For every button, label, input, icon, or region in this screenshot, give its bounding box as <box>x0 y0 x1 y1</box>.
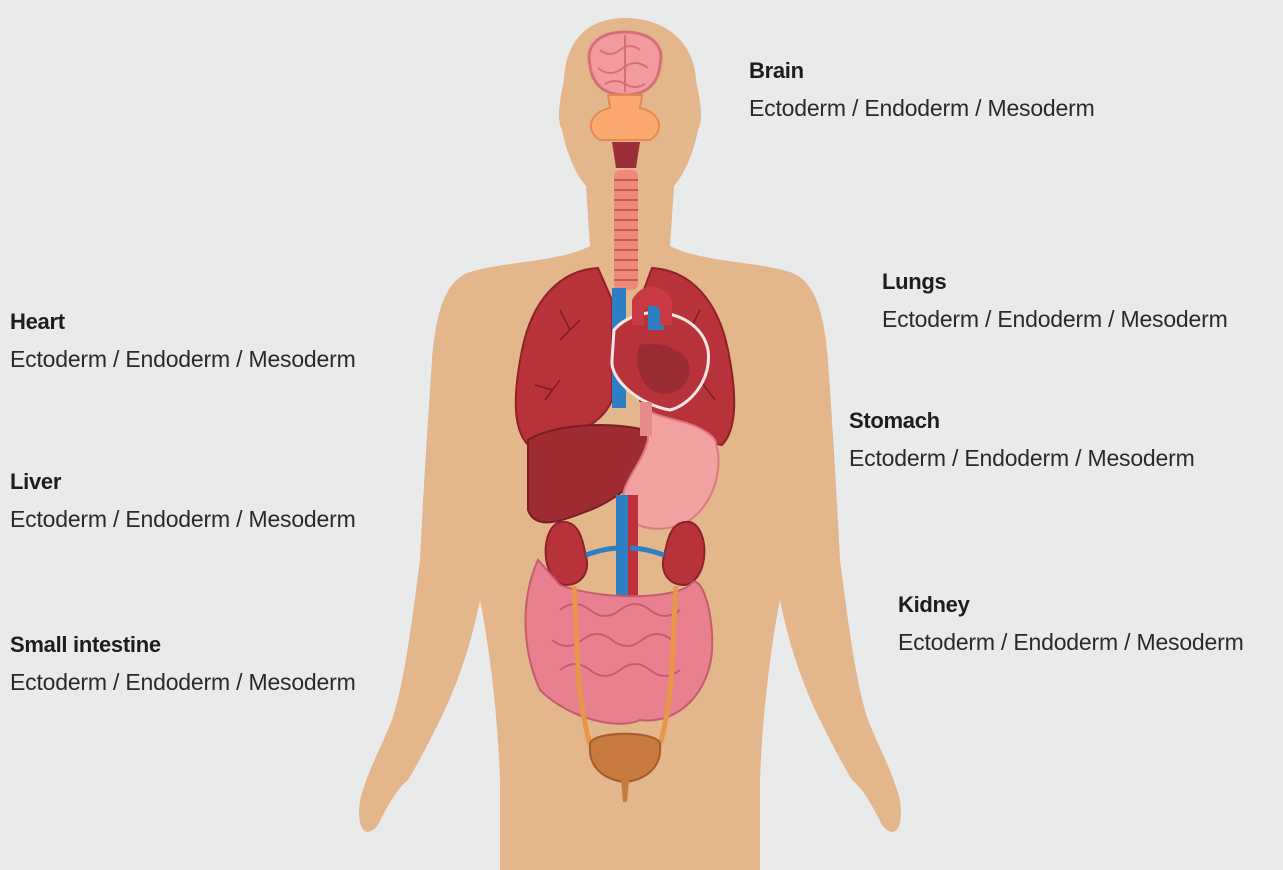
trachea <box>614 170 638 290</box>
kidney-label: Kidney Ectoderm / Endoderm / Mesoderm <box>898 590 1244 664</box>
larynx-shape <box>612 142 640 168</box>
brain-layer-options: Ectoderm / Endoderm / Mesoderm <box>749 86 1095 130</box>
lungs-title: Lungs <box>882 267 1228 297</box>
liver-layer-options: Ectoderm / Endoderm / Mesoderm <box>10 497 356 541</box>
heart-layer-options: Ectoderm / Endoderm / Mesoderm <box>10 337 356 381</box>
stomach-label: Stomach Ectoderm / Endoderm / Mesoderm <box>849 406 1195 480</box>
brain-label: Brain Ectoderm / Endoderm / Mesoderm <box>749 56 1095 130</box>
heart-label: Heart Ectoderm / Endoderm / Mesoderm <box>10 307 356 381</box>
liver-title: Liver <box>10 467 356 497</box>
brain-title: Brain <box>749 56 1095 86</box>
kidney-layer-options: Ectoderm / Endoderm / Mesoderm <box>898 620 1244 664</box>
liver-label: Liver Ectoderm / Endoderm / Mesoderm <box>10 467 356 541</box>
small-intestine-title: Small intestine <box>10 630 356 660</box>
heart-title: Heart <box>10 307 356 337</box>
small-intestine-layer-options: Ectoderm / Endoderm / Mesoderm <box>10 660 356 704</box>
lungs-layer-options: Ectoderm / Endoderm / Mesoderm <box>882 297 1228 341</box>
lungs-label: Lungs Ectoderm / Endoderm / Mesoderm <box>882 267 1228 341</box>
stomach-layer-options: Ectoderm / Endoderm / Mesoderm <box>849 436 1195 480</box>
stomach-title: Stomach <box>849 406 1195 436</box>
small-intestine-label: Small intestine Ectoderm / Endoderm / Me… <box>10 630 356 704</box>
kidney-title: Kidney <box>898 590 1244 620</box>
